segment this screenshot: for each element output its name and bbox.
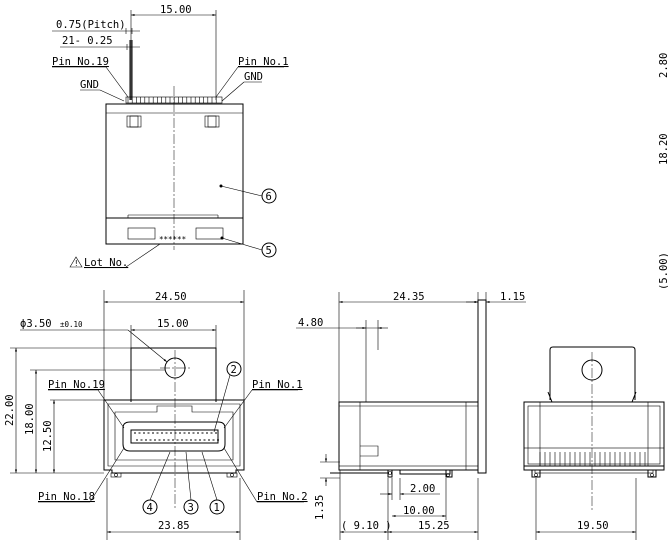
dim-19-50: 19.50 [577, 520, 609, 532]
callout-6 [261, 188, 277, 204]
front-pin-19-label: Pin No.19 [48, 379, 105, 391]
top-pin-1-label: Pin No.1 [238, 56, 289, 68]
pin-count-width-label: 21- 0.25 [62, 35, 113, 47]
dim-15-25: 15.25 [418, 520, 450, 532]
dim-5-00: (5.00) [658, 252, 668, 290]
side-tab [477, 299, 487, 474]
warning-mark: ! [74, 259, 79, 268]
front-pin-2-label: Pin No.2 [257, 491, 308, 503]
top-gnd-right-label: GND [244, 71, 263, 83]
side-view: 24.35 1.15 4.80 1.35 [296, 291, 526, 540]
dim-2-00: 2.00 [410, 483, 435, 495]
callout-5-text: 5 [266, 245, 272, 257]
dim-23-85: 23.85 [158, 520, 190, 532]
pitch-label: 0.75(Pitch) [56, 19, 126, 31]
dim-18-20: 18.20 [658, 133, 668, 165]
triangle-warning-icon [69, 256, 83, 268]
lot-stars: ****** [159, 235, 186, 244]
dim-24-50: 24.50 [155, 291, 187, 303]
top-gnd-left-label: GND [80, 79, 99, 91]
hole-diameter-label: ϕ3.50 [20, 318, 52, 330]
dim-1-15: 1.15 [500, 291, 525, 303]
callout-1 [209, 499, 225, 515]
front-pin-18-label: Pin No.18 [38, 491, 95, 503]
callout-4 [142, 499, 158, 515]
dim-18-00: 18.00 [24, 403, 36, 435]
callout-4-text: 4 [147, 502, 153, 514]
callout-6-text: 6 [266, 191, 272, 203]
top-view: 15.00 0.75(Pitch) 21- 0.25 Pin No.19 GND… [52, 4, 289, 269]
back-view: 19.50 [523, 346, 665, 540]
callout-3-text: 3 [188, 502, 194, 514]
dim-24-35: 24.35 [393, 291, 425, 303]
front-shell [103, 399, 245, 474]
dim-1-35: 1.35 [314, 495, 326, 520]
dim-4-80: 4.80 [298, 317, 323, 329]
callout-2 [226, 361, 242, 377]
dim-15-00-top: 15.00 [160, 4, 192, 16]
receptacle-opening [122, 421, 226, 452]
callout-1-text: 1 [214, 502, 220, 514]
hole-tolerance-label: ±0.10 [60, 320, 83, 329]
front-pin-1-label: Pin No.1 [252, 379, 303, 391]
lot-no-label: Lot No. [84, 257, 128, 269]
callout-5 [261, 242, 277, 258]
front-view: 24.50 15.00 ϕ3.50 ±0.10 22.00 18.00 12.5… [4, 290, 308, 540]
dim-22-00: 22.00 [4, 394, 16, 426]
right-edge-dims: 2.80 18.20 (5.00) [658, 53, 668, 290]
dim-12-50: 12.50 [42, 420, 54, 452]
top-body [105, 103, 244, 245]
dim-9-10: ( 9.10 ) [341, 520, 392, 532]
top-pin-19-label: Pin No.19 [52, 56, 109, 68]
dim-2-80: 2.80 [658, 53, 668, 78]
callout-3 [183, 499, 199, 515]
callout-2-text: 2 [231, 364, 237, 376]
dim-15-00-front: 15.00 [157, 318, 189, 330]
dim-10-00: 10.00 [403, 505, 435, 517]
